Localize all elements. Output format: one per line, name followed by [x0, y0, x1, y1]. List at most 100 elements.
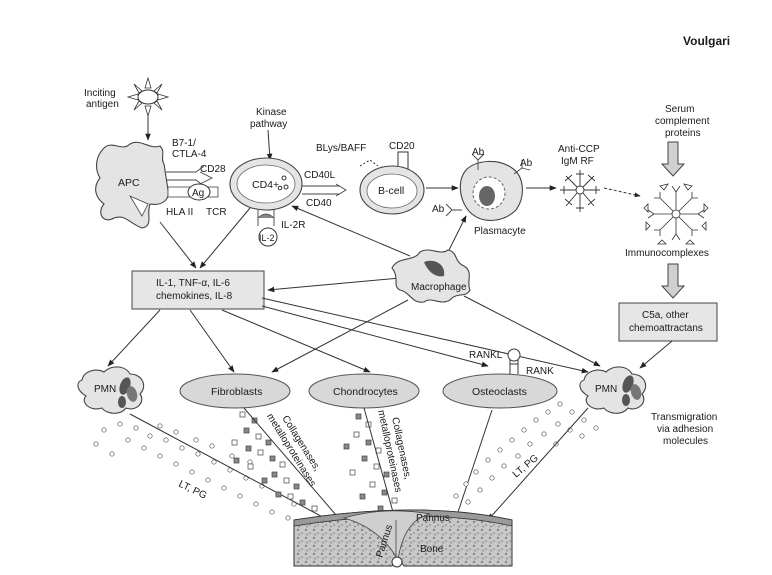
bcell-label: B-cell — [378, 185, 404, 197]
c5a-label-2: chemoattractans — [629, 323, 703, 334]
kinase-pathway-label: Kinase pathway — [250, 107, 287, 130]
cd28-receptor-icon — [199, 171, 214, 185]
cytokines-label-1: IL-1, TNF-α, IL-6 — [156, 278, 230, 289]
c5a-to-pmn-arrow — [639, 340, 673, 369]
svg-text:Inciting: Inciting — [84, 88, 116, 99]
cd40-label: CD40 — [306, 198, 332, 209]
apc-label: APC — [118, 177, 140, 189]
lt-pg-left-label: LT, PG — [177, 479, 209, 502]
pannus-label: Pannus — [416, 513, 450, 524]
fibroblasts-to-pannus-arrow — [243, 407, 343, 523]
macrophage-to-plasmacyte-arrow — [445, 215, 467, 257]
cd28-label: CD28 — [200, 164, 226, 175]
macrophage-to-pmn-right-arrow — [463, 295, 601, 367]
cytokines-to-pmn-left-arrow — [107, 309, 161, 367]
rankl-label: RANKL — [469, 350, 503, 361]
ab-label-3: Ab — [432, 204, 445, 215]
rank-receptor-icon — [507, 348, 521, 374]
cytokines-to-pmn-right-arrow — [261, 297, 589, 374]
cytokines-to-chondrocytes-arrow — [221, 309, 371, 373]
transmigration-label: Transmigration via adhesion molecules — [651, 412, 717, 447]
fibroblasts-label: Fibroblasts — [211, 386, 262, 398]
svg-text:Serum: Serum — [665, 104, 694, 115]
cd4-to-cytokines-arrow — [199, 207, 251, 269]
cd40l-label: CD40L — [304, 170, 336, 181]
apc-to-cytokines-arrow — [159, 221, 197, 269]
blys-receptor-icon — [359, 159, 379, 167]
ctla4-label: CTLA-4 — [172, 149, 207, 160]
cd40-connector — [302, 185, 340, 195]
cd4-label: CD4+ — [252, 179, 279, 191]
svg-text:Anti-CCP: Anti-CCP — [558, 144, 600, 155]
pmn-left-to-pannus-arrow — [129, 413, 333, 523]
fibroblasts-ellipse — [179, 373, 291, 409]
serum-hollow-arrow — [660, 141, 686, 177]
b7-label: B7-1/ — [172, 138, 196, 149]
immunocomplexes-label: Immunocomplexes — [625, 248, 709, 259]
inciting-antigen-label: Inciting antigen — [84, 88, 119, 110]
il2-bubble — [258, 227, 278, 247]
antibody-icons — [445, 153, 531, 217]
ab-label-1: Ab — [472, 147, 485, 158]
il2r-label: IL-2R — [281, 220, 305, 231]
cd40-receptor-icon — [335, 183, 347, 197]
blys-label: BLys/BAFF — [316, 143, 366, 154]
anticcp-label: Anti-CCP IgM RF — [558, 144, 600, 167]
chondrocytes-label: Chondrocytes — [333, 386, 398, 398]
b7-cd28-connector — [166, 165, 205, 187]
author-label: Voulgari — [683, 34, 730, 48]
svg-text:Kinase: Kinase — [256, 107, 287, 118]
svg-text:via adhesion: via adhesion — [657, 424, 713, 435]
hla-label: HLA II — [166, 207, 193, 218]
pmn-left-cell — [77, 366, 145, 414]
ab-label-2: Ab — [520, 158, 533, 169]
pmn-right-to-bone-arrow — [487, 407, 589, 521]
apc-cell — [95, 141, 169, 229]
plasmacyte-label: Plasmacyte — [474, 226, 526, 237]
kinase-arrow — [266, 129, 273, 161]
pmn-left-label: PMN — [94, 384, 116, 395]
svg-text:antigen: antigen — [86, 99, 119, 110]
macrophage-label: Macrophage — [411, 282, 467, 293]
joint-bone-structure — [293, 509, 513, 568]
bone-label: Bone — [420, 544, 444, 555]
tcr-label: TCR — [206, 207, 227, 218]
b-cell — [359, 165, 425, 215]
macrophage-to-cytokines-arrow — [267, 277, 401, 293]
c5a-box — [618, 302, 718, 342]
rank-label: RANK — [526, 366, 554, 377]
collagenase-stream-1 — [231, 411, 318, 512]
svg-text:proteins: proteins — [665, 128, 701, 139]
pmn-right-cell — [579, 366, 647, 414]
cytokines-box — [131, 270, 265, 310]
lt-pg-stream-right — [453, 401, 599, 505]
cytokines-to-osteoclasts-arrow — [261, 305, 489, 368]
svg-text:pathway: pathway — [250, 119, 287, 130]
apc-nucleus-notch — [129, 195, 149, 217]
lt-pg-stream-left — [93, 421, 297, 521]
svg-text:molecules: molecules — [663, 436, 708, 447]
macrophage-to-fibroblasts-arrow — [271, 299, 409, 373]
cd20-label: CD20 — [389, 141, 415, 152]
svg-text:complement: complement — [655, 116, 710, 127]
cytokines-to-fibroblasts-arrow — [189, 309, 235, 373]
chondrocytes-to-cartilage-arrow — [363, 407, 400, 531]
osteoclasts-label: Osteoclasts — [472, 386, 527, 398]
igm-pentamer-icon — [560, 170, 600, 212]
ag-bubble — [187, 183, 211, 201]
immunocomplex-icon — [643, 183, 709, 245]
il2-label: IL-2 — [259, 233, 275, 243]
serum-complement-label: Serum complement proteins — [655, 104, 710, 139]
antigen-star-icon — [126, 76, 170, 118]
svg-text:IgM RF: IgM RF — [561, 156, 594, 167]
osteoclasts-to-bone-arrow — [451, 409, 493, 531]
cd4-t-cell — [229, 157, 303, 211]
pmn-right-label: PMN — [595, 384, 617, 395]
cytokines-label-2: chemokines, IL-8 — [156, 291, 233, 302]
macrophage-nucleus — [424, 260, 445, 277]
osteoclasts-ellipse — [442, 373, 558, 409]
ag-label: Ag — [192, 188, 204, 199]
immunocomplex-hollow-arrow — [660, 263, 686, 299]
macrophage-cell — [391, 249, 471, 303]
